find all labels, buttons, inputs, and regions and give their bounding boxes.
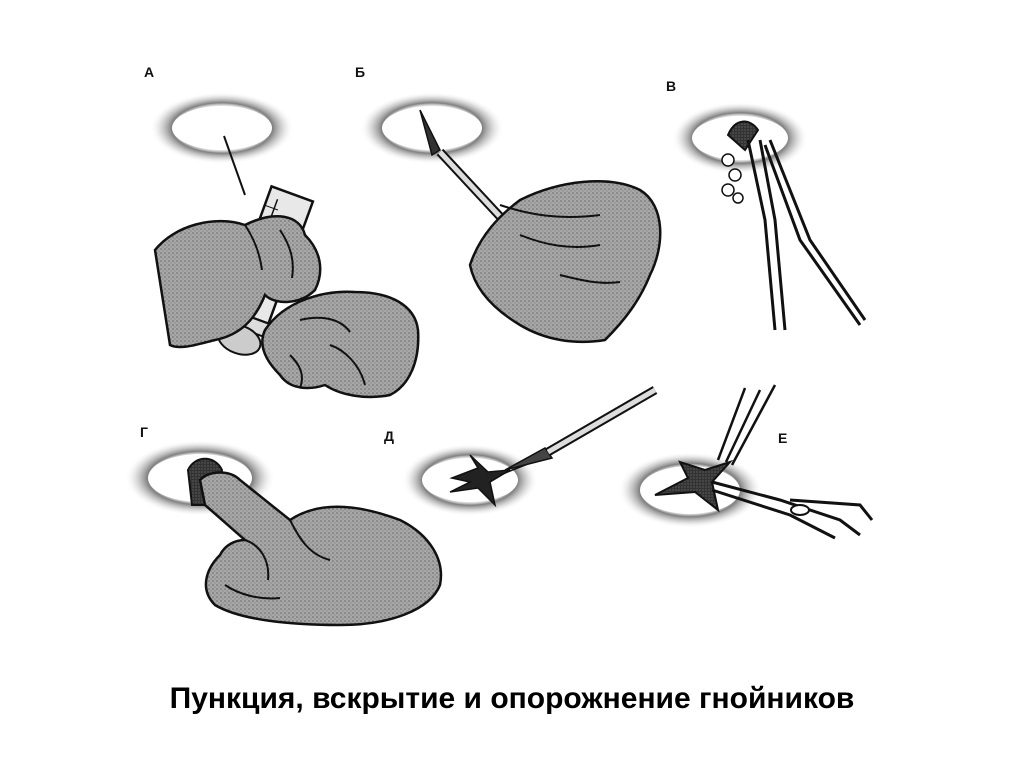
panel-label-e: Д [384,428,395,444]
cruciate-wound [449,454,511,508]
panel-f-excision [618,384,874,540]
scalpel-blade [504,447,554,471]
panel-label-f: Е [778,430,789,446]
panel-d-finger-exploration [125,440,443,627]
slide-caption: Пункция, вскрытие и опорожнение гнойнико… [169,682,855,715]
right-hand [261,290,420,399]
scalpel-blade [419,109,441,157]
hand [468,180,662,344]
forceps [746,139,777,331]
panel-c-spreading [672,102,867,331]
panel-e-cruciate-incision [402,386,658,516]
hand [198,471,443,627]
panel-label-c: В [666,78,678,94]
cruciate-wound [654,459,734,513]
panel-label-a: А [144,64,156,80]
panel-b-incision [360,92,662,344]
forceps [716,387,747,461]
left-hand [153,215,322,349]
needle [223,135,246,196]
panel-label-b: Б [355,64,367,80]
panel-label-d: Г [140,424,149,440]
panel-a-puncture [150,92,420,399]
